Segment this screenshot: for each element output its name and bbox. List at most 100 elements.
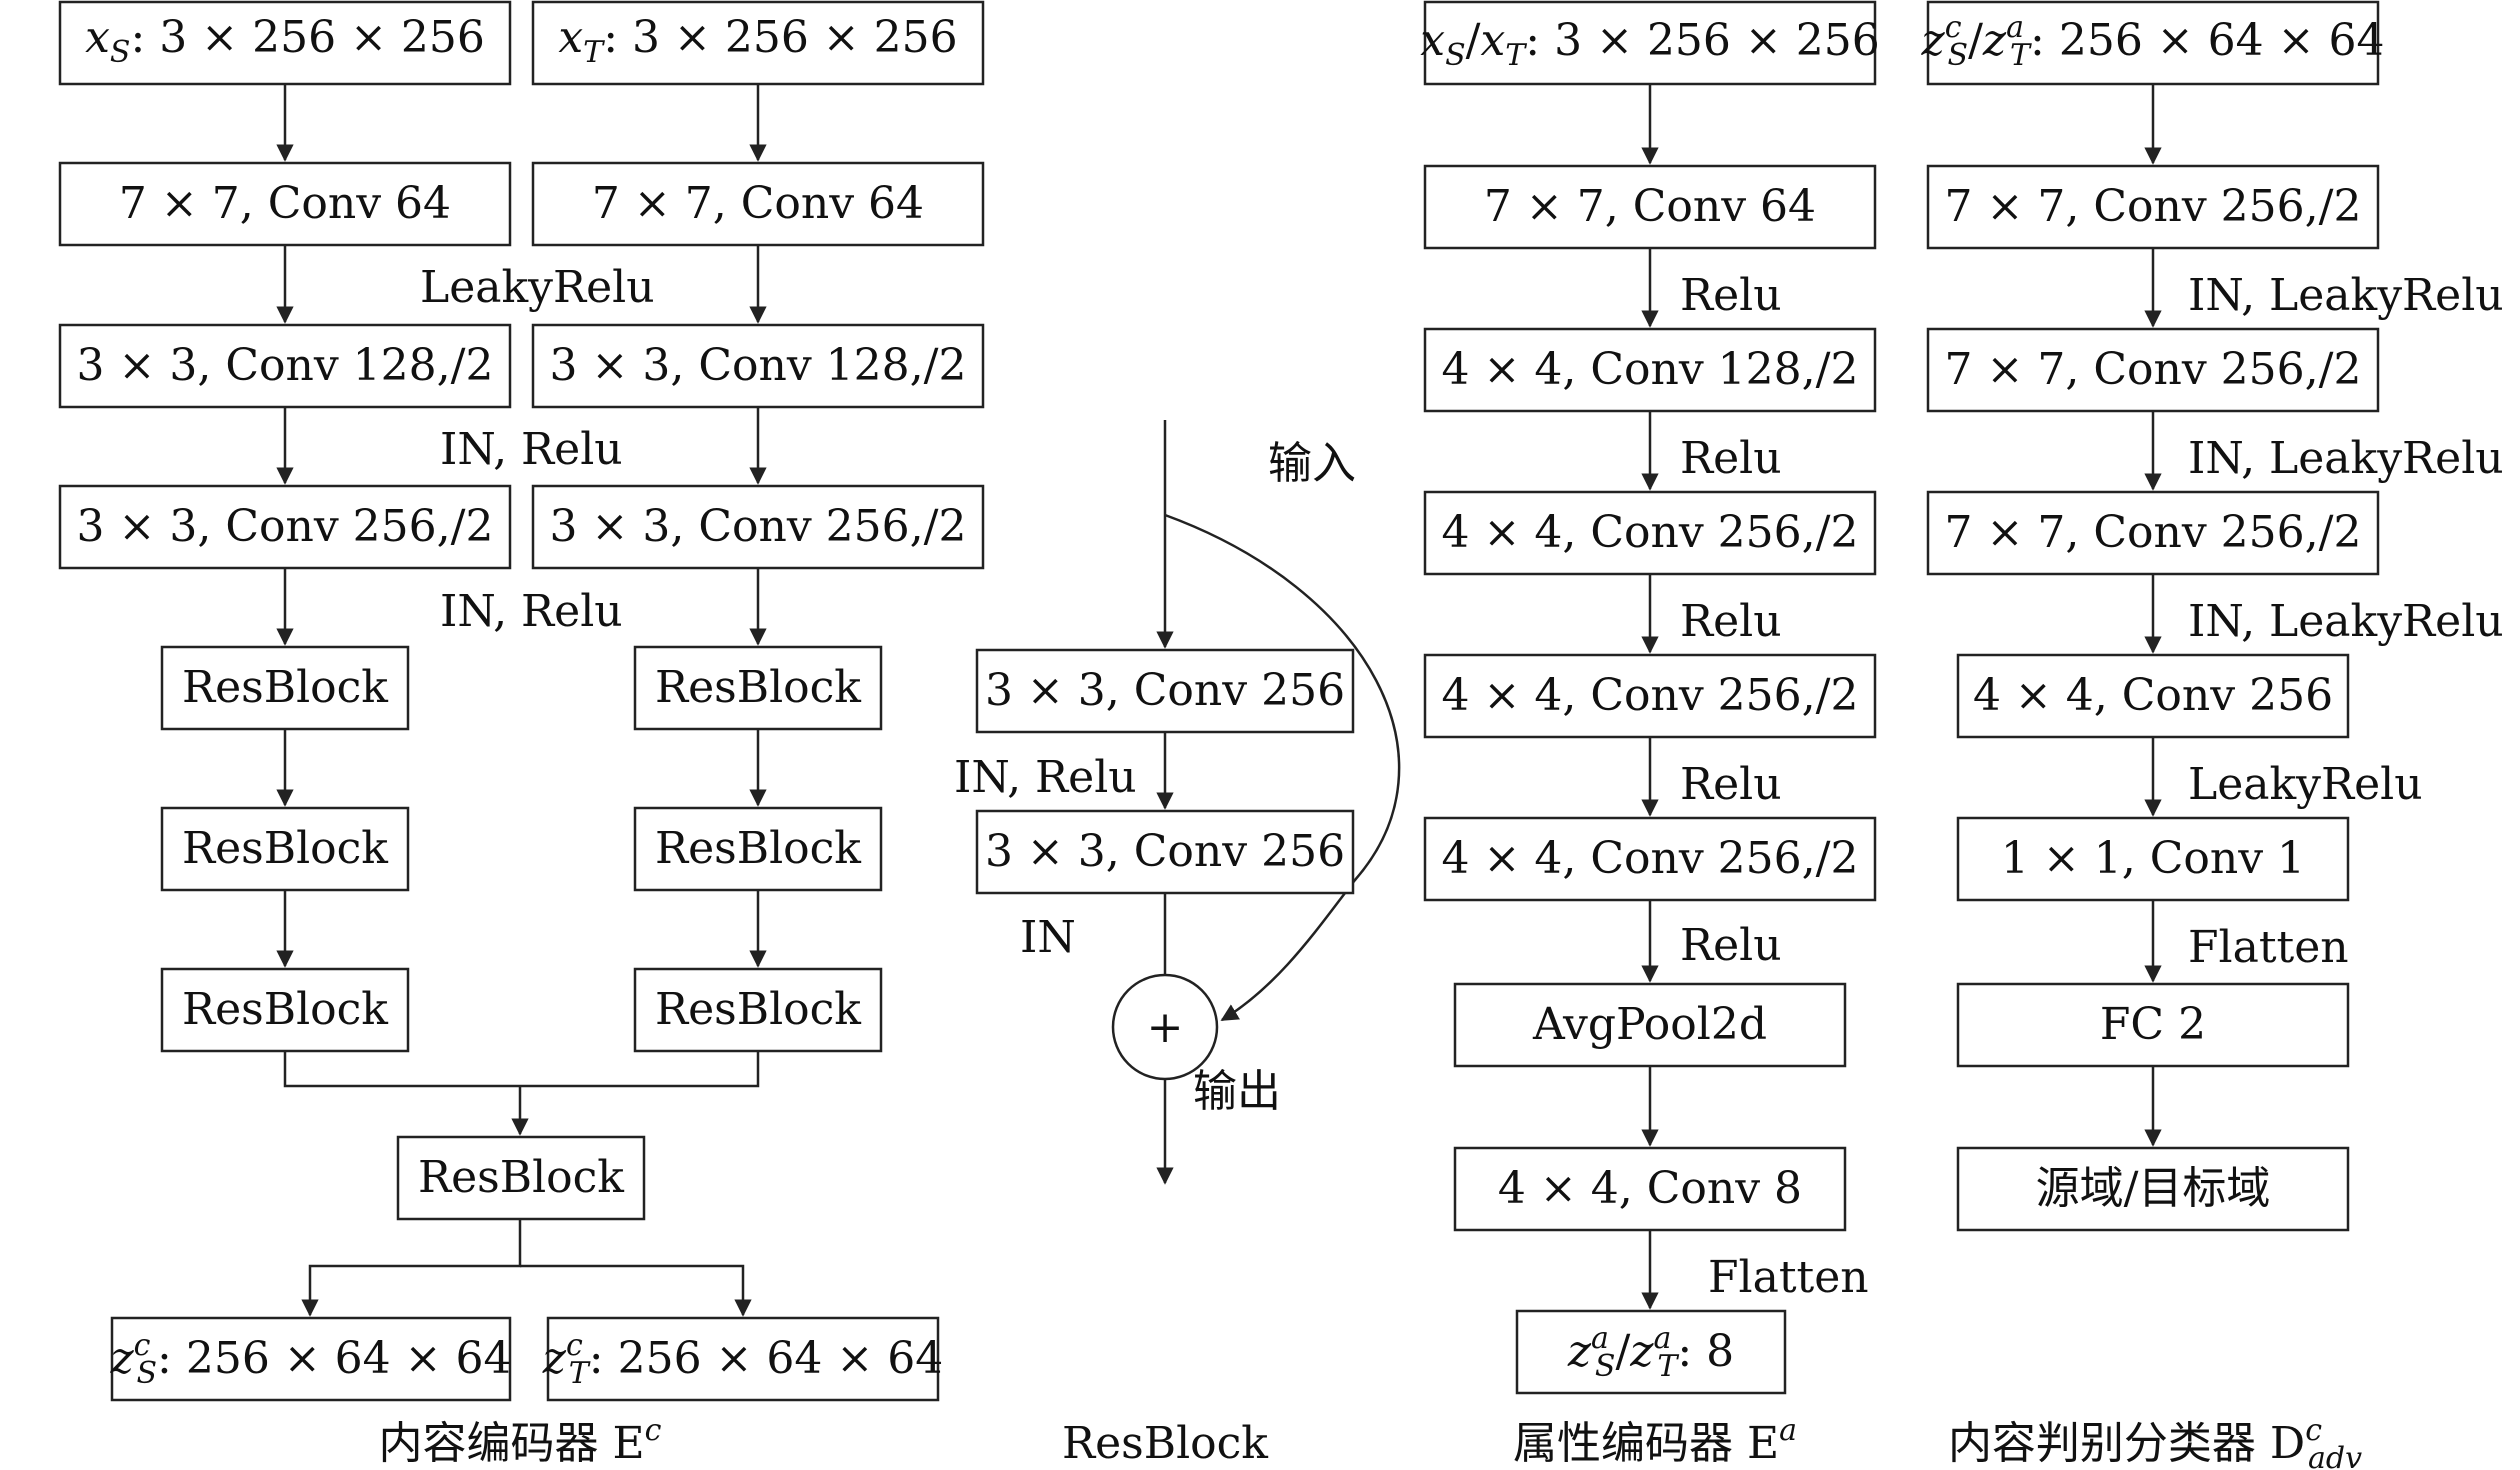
- svg-text:3 × 3, Conv 256: 3 × 3, Conv 256: [985, 665, 1345, 716]
- resblock-add-node: +: [1111, 973, 1219, 1081]
- ce-s-conv2-box: 3 × 3, Conv 128,/2: [58, 323, 512, 409]
- svg-text:ResBlock: ResBlock: [182, 984, 388, 1035]
- ae-flatten-label: Flatten: [1708, 1252, 1869, 1303]
- cd-conv1-box: 7 × 7, Conv 256,/2: [1926, 164, 2380, 250]
- ae-act4-label: Relu: [1680, 759, 1782, 810]
- svg-text:7 × 7, Conv 256,/2: 7 × 7, Conv 256,/2: [1945, 507, 2362, 558]
- ce-act2-label: IN, Relu: [440, 424, 623, 475]
- svg-text:4 × 4, Conv 256,/2: 4 × 4, Conv 256,/2: [1442, 833, 1859, 884]
- svg-text:4 × 4, Conv 256,/2: 4 × 4, Conv 256,/2: [1442, 507, 1859, 558]
- ce-s-resblock-2: ResBlock: [160, 806, 410, 892]
- ce-shared-resblock: ResBlock: [396, 1135, 646, 1221]
- svg-text:zcS/zaT: 256 × 64 × 64: zcS/zaT: 256 × 64 × 64: [1921, 10, 2385, 73]
- ce-t-conv1-box: 7 × 7, Conv 64: [531, 161, 985, 247]
- attribute-encoder: xS/xT: 3 × 256 × 256 7 × 7, Conv 64 Relu…: [1420, 0, 1880, 1469]
- ae-conv3-box: 4 × 4, Conv 256,/2: [1423, 490, 1877, 576]
- ce-t-conv2-box: 3 × 3, Conv 128,/2: [531, 323, 985, 409]
- ce-t-resblock-3: ResBlock: [633, 967, 883, 1053]
- cd-act4-label: LeakyRelu: [2188, 759, 2423, 810]
- ae-input-box: xS/xT: 3 × 256 × 256: [1420, 0, 1880, 86]
- resblock-output-label: 输出: [1193, 1066, 1281, 1117]
- svg-text:3 × 3, Conv 256,/2: 3 × 3, Conv 256,/2: [77, 501, 494, 552]
- svg-text:ResBlock: ResBlock: [418, 1152, 624, 1203]
- svg-text:7 × 7, Conv 256,/2: 7 × 7, Conv 256,/2: [1945, 181, 2362, 232]
- attribute-encoder-caption: 属性编码器 Ea: [1513, 1413, 1797, 1469]
- resblock-input-label: 输入: [1268, 438, 1356, 489]
- svg-text:zaS/zaT: 8: zaS/zaT: 8: [1567, 1321, 1734, 1384]
- svg-text:zcS: 256 × 64 × 64: zcS: 256 × 64 × 64: [109, 1328, 511, 1391]
- cd-act1-label: IN, LeakyRelu: [2188, 270, 2504, 321]
- ae-act1-label: Relu: [1680, 270, 1782, 321]
- cd-flatten-label: Flatten: [2188, 922, 2349, 973]
- svg-text:xS/xT: 3 × 256 × 256: xS/xT: 3 × 256 × 256: [1420, 15, 1880, 73]
- cd-output-box: 源域/目标域: [1956, 1146, 2350, 1232]
- resblock-act1-label: IN, Relu: [954, 752, 1137, 803]
- svg-text:FC 2: FC 2: [2100, 999, 2206, 1050]
- ce-t-resblock-2: ResBlock: [633, 806, 883, 892]
- svg-text:7 × 7, Conv 64: 7 × 7, Conv 64: [1484, 181, 1816, 232]
- svg-text:xS: 3 × 256 × 256: xS: 3 × 256 × 256: [85, 12, 485, 70]
- resblock-conv2-box: 3 × 3, Conv 256: [975, 809, 1355, 895]
- svg-text:4 × 4, Conv 256,/2: 4 × 4, Conv 256,/2: [1442, 670, 1859, 721]
- svg-text:7 × 7, Conv 64: 7 × 7, Conv 64: [119, 178, 451, 229]
- svg-text:4 × 4, Conv 8: 4 × 4, Conv 8: [1498, 1163, 1802, 1214]
- resblock-detail: 输入 3 × 3, Conv 256 IN, Relu 3 × 3, Conv …: [954, 420, 1401, 1469]
- ae-act5-label: Relu: [1680, 920, 1782, 971]
- ce-act3-label: IN, Relu: [440, 586, 623, 637]
- cd-conv2-box: 7 × 7, Conv 256,/2: [1926, 327, 2380, 413]
- svg-text:ResBlock: ResBlock: [655, 984, 861, 1035]
- svg-text:4 × 4, Conv 256: 4 × 4, Conv 256: [1973, 670, 2333, 721]
- resblock-act2-label: IN: [1020, 912, 1076, 963]
- content-encoder-caption: 内容编码器 Ec: [379, 1413, 662, 1469]
- svg-text:+: +: [1147, 1002, 1184, 1053]
- ce-s-conv1-box: 7 × 7, Conv 64: [58, 161, 512, 247]
- content-encoder: xS: 3 × 256 × 256 xT: 3 × 256 × 256 7 × …: [58, 0, 985, 1469]
- resblock-conv1-box: 3 × 3, Conv 256: [975, 648, 1355, 734]
- svg-text:ResBlock: ResBlock: [655, 823, 861, 874]
- svg-text:3 × 3, Conv 256: 3 × 3, Conv 256: [985, 826, 1345, 877]
- ce-t-conv3-box: 3 × 3, Conv 256,/2: [531, 484, 985, 570]
- cd-fc-box: FC 2: [1956, 982, 2350, 1068]
- ce-s-resblock-1: ResBlock: [160, 645, 410, 731]
- svg-text:3 × 3, Conv 256,/2: 3 × 3, Conv 256,/2: [550, 501, 967, 552]
- svg-text:3 × 3, Conv 128,/2: 3 × 3, Conv 128,/2: [77, 340, 494, 391]
- svg-text:ResBlock: ResBlock: [655, 662, 861, 713]
- ae-conv2-box: 4 × 4, Conv 128,/2: [1423, 327, 1877, 413]
- svg-text:源域/目标域: 源域/目标域: [2036, 1163, 2271, 1214]
- svg-text:7 × 7, Conv 256,/2: 7 × 7, Conv 256,/2: [1945, 344, 2362, 395]
- ae-conv4-box: 4 × 4, Conv 256,/2: [1423, 653, 1877, 739]
- svg-text:ResBlock: ResBlock: [182, 823, 388, 874]
- svg-text:ResBlock: ResBlock: [182, 662, 388, 713]
- ce-s-resblock-3: ResBlock: [160, 967, 410, 1053]
- svg-text:xT: 3 × 256 × 256: xT: 3 × 256 × 256: [558, 12, 957, 70]
- input-xs-box: xS: 3 × 256 × 256: [58, 0, 512, 86]
- ce-act1-label: LeakyRelu: [420, 262, 655, 313]
- ce-t-resblock-1: ResBlock: [633, 645, 883, 731]
- resblock-caption: ResBlock: [1062, 1418, 1268, 1469]
- svg-text:7 × 7, Conv 64: 7 × 7, Conv 64: [592, 178, 924, 229]
- cd-conv4-box: 4 × 4, Conv 256: [1956, 653, 2350, 739]
- cd-act2-label: IN, LeakyRelu: [2188, 433, 2504, 484]
- ce-s-conv3-box: 3 × 3, Conv 256,/2: [58, 484, 512, 570]
- cd-act3-label: IN, LeakyRelu: [2188, 596, 2504, 647]
- input-xt-box: xT: 3 × 256 × 256: [531, 0, 985, 86]
- svg-text:zcT: 256 × 64 × 64: zcT: 256 × 64 × 64: [542, 1328, 943, 1391]
- svg-text:1 × 1, Conv 1: 1 × 1, Conv 1: [2001, 833, 2305, 884]
- ae-conv1-box: 7 × 7, Conv 64: [1423, 164, 1877, 250]
- ae-act3-label: Relu: [1680, 596, 1782, 647]
- ae-conv6-box: 4 × 4, Conv 8: [1453, 1146, 1847, 1232]
- svg-text:3 × 3, Conv 128,/2: 3 × 3, Conv 128,/2: [550, 340, 967, 391]
- svg-text:AvgPool2d: AvgPool2d: [1532, 999, 1767, 1050]
- svg-text:4 × 4, Conv 128,/2: 4 × 4, Conv 128,/2: [1442, 344, 1859, 395]
- cd-conv3-box: 7 × 7, Conv 256,/2: [1926, 490, 2380, 576]
- ae-act2-label: Relu: [1680, 433, 1782, 484]
- ae-pool-box: AvgPool2d: [1453, 982, 1847, 1068]
- cd-conv5-box: 1 × 1, Conv 1: [1956, 816, 2350, 902]
